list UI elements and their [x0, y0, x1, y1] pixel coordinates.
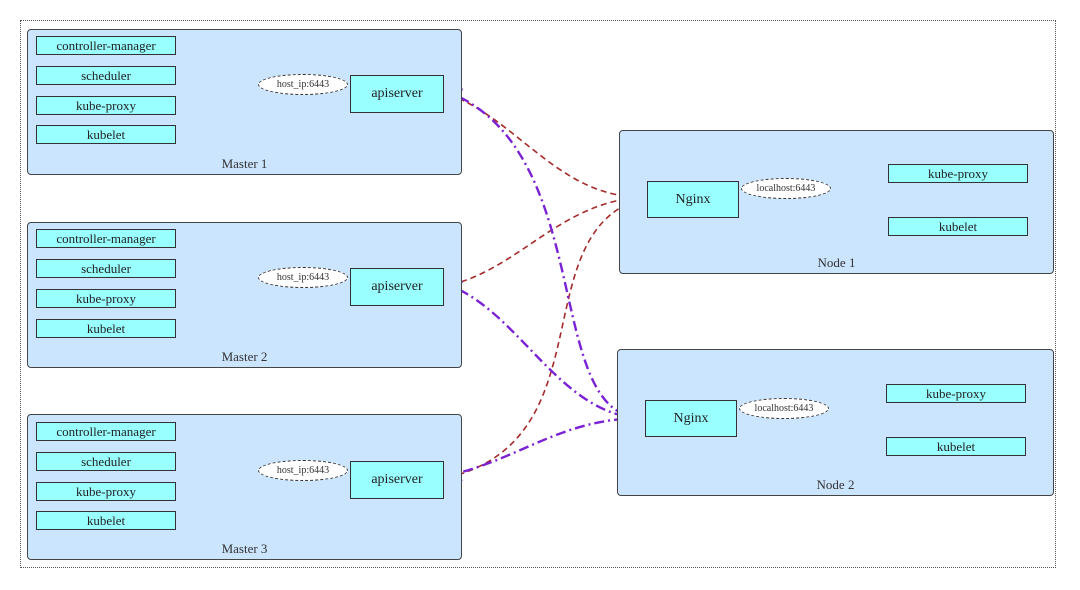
- master-1-scheduler[interactable]: scheduler: [36, 66, 176, 85]
- node-1-kube-proxy[interactable]: kube-proxy: [888, 164, 1028, 183]
- master-1-controller-manager[interactable]: controller-manager: [36, 36, 176, 55]
- master-1-edge-label: host_ip:6443: [258, 74, 348, 95]
- master-1-kubelet[interactable]: kubelet: [36, 125, 176, 144]
- node-2-edge-label: localhost:6443: [739, 398, 829, 419]
- master-2-kubelet[interactable]: kubelet: [36, 319, 176, 338]
- node-1-label: Node 1: [817, 255, 856, 270]
- master-2-apiserver[interactable]: apiserver: [350, 268, 444, 306]
- master-2-scheduler[interactable]: scheduler: [36, 259, 176, 278]
- node-1-nginx[interactable]: Nginx: [647, 181, 739, 218]
- master-2-label: Master 2: [221, 349, 268, 364]
- master-3-scheduler[interactable]: scheduler: [36, 452, 176, 471]
- node-1-kubelet[interactable]: kubelet: [888, 217, 1028, 236]
- node-2-label: Node 2: [816, 477, 855, 492]
- master-2-controller-manager[interactable]: controller-manager: [36, 229, 176, 248]
- master-1-apiserver[interactable]: apiserver: [350, 75, 444, 113]
- master-3-apiserver[interactable]: apiserver: [350, 461, 444, 499]
- master-3-edge-label: host_ip:6443: [258, 460, 348, 481]
- master-3-controller-manager[interactable]: controller-manager: [36, 422, 176, 441]
- node-2-kubelet[interactable]: kubelet: [886, 437, 1026, 456]
- node-1-edge-label: localhost:6443: [741, 178, 831, 199]
- outer-boundary: [20, 20, 1056, 568]
- master-1-kube-proxy[interactable]: kube-proxy: [36, 96, 176, 115]
- master-1-label: Master 1: [221, 156, 268, 171]
- master-2-kube-proxy[interactable]: kube-proxy: [36, 289, 176, 308]
- master-3-kube-proxy[interactable]: kube-proxy: [36, 482, 176, 501]
- master-2-edge-label: host_ip:6443: [258, 267, 348, 288]
- master-3-kubelet[interactable]: kubelet: [36, 511, 176, 530]
- node-2-nginx[interactable]: Nginx: [645, 400, 737, 437]
- node-2-kube-proxy[interactable]: kube-proxy: [886, 384, 1026, 403]
- master-3-label: Master 3: [221, 541, 268, 556]
